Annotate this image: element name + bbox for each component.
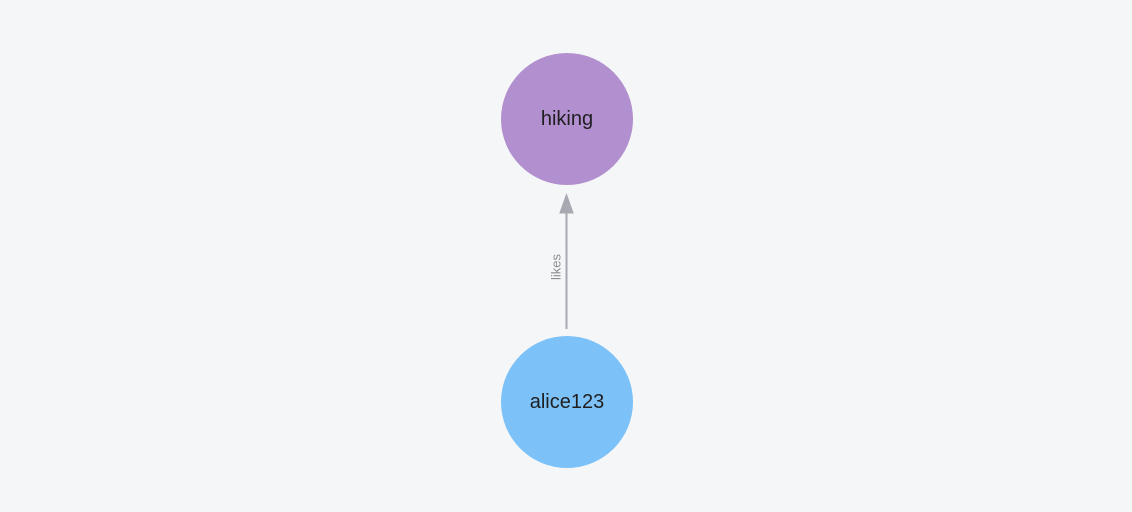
node-hiking[interactable]: hiking [501, 53, 633, 185]
node-alice123[interactable]: alice123 [501, 336, 633, 468]
node-label-alice123: alice123 [529, 391, 605, 413]
node-label-hiking: hiking [540, 108, 594, 130]
arrowhead-up-icon[interactable] [559, 193, 574, 214]
edge-label-likes: likes [548, 253, 564, 281]
